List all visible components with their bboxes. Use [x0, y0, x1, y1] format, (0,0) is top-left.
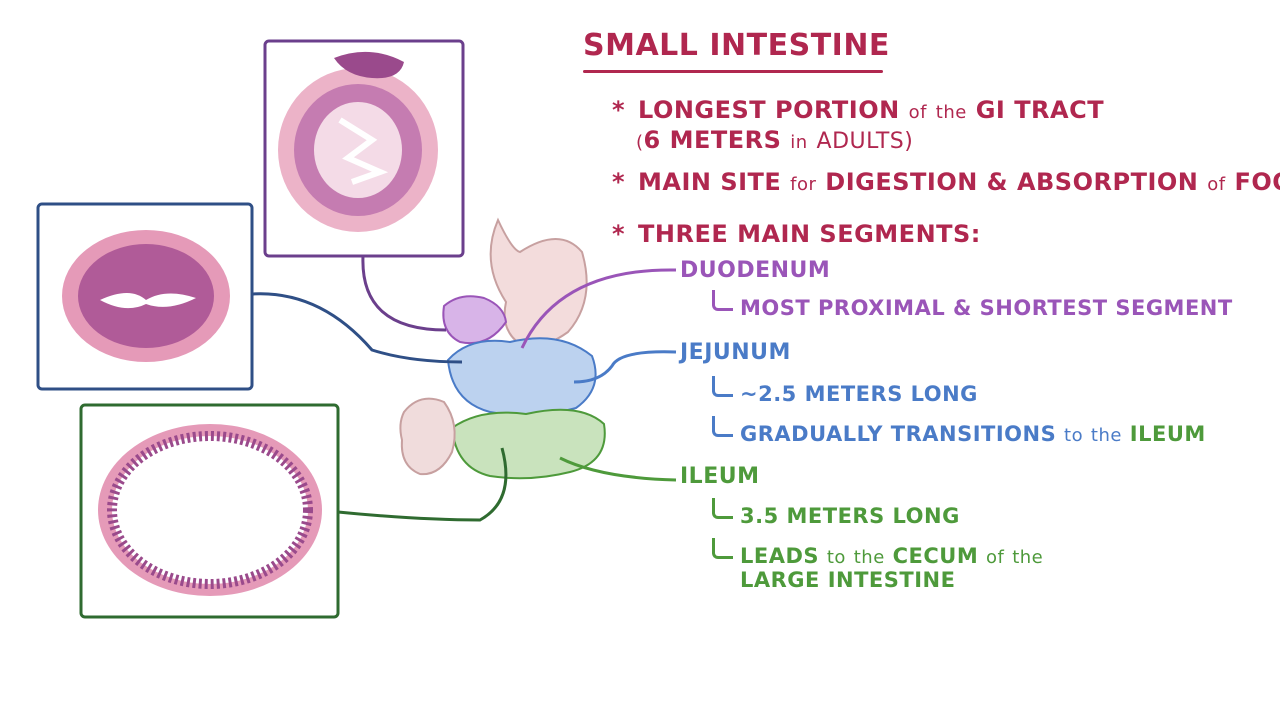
jejunum-detail-length: ~2.5 METERS LONG	[740, 382, 978, 406]
jejunum-detail-transition: GRADUALLY TRANSITIONS to the ILEUM	[740, 422, 1206, 446]
detail-text: ILEUM	[1129, 422, 1206, 446]
bullet-text: ADULTS)	[816, 129, 914, 154]
duodenum-connector-line	[361, 255, 447, 332]
page-title: SMALL INTESTINE	[583, 28, 890, 63]
duodenum-label-line	[520, 268, 677, 349]
duodenum-label: DUODENUM	[680, 258, 831, 283]
jejunum-connector-line	[251, 292, 463, 364]
title-underline	[583, 70, 883, 73]
bullet-three-segments: * THREE MAIN SEGMENTS:	[612, 220, 981, 248]
jejunum-hook-icon	[712, 416, 733, 437]
ileum-hook-icon	[712, 498, 733, 519]
bullet-text: THREE MAIN SEGMENTS:	[638, 220, 981, 248]
ileum-detail-cecum: LEADS to the CECUM of the	[740, 544, 1043, 568]
bullet-six-meters: (6 METERS in ADULTS)	[636, 126, 913, 154]
ileum-label: ILEUM	[680, 464, 760, 489]
cecum-shape	[399, 397, 456, 476]
bullet-text: GI TRACT	[975, 96, 1105, 124]
detail-text: of	[986, 547, 1005, 568]
bullet-longest-portion: * LONGEST PORTION of the GI TRACT	[612, 96, 1104, 124]
bullet-text: LONGEST PORTION	[638, 96, 900, 124]
bullet-text: (	[636, 132, 644, 153]
bullet-text: FOOD	[1234, 168, 1280, 196]
bullet-text: of	[908, 102, 927, 123]
detail-text: CECUM	[892, 544, 979, 568]
duodenum-detail: MOST PROXIMAL & SHORTEST SEGMENT	[740, 296, 1233, 320]
jejunum-hook-icon	[712, 376, 733, 397]
bullet-text: 6 METERS	[643, 126, 782, 154]
bullet-text: DIGESTION & ABSORPTION	[825, 168, 1199, 196]
bullet-text: MAIN SITE	[638, 168, 782, 196]
stomach-shape	[489, 217, 588, 348]
jejunum-histology-panel	[36, 202, 254, 391]
bullet-star: *	[612, 96, 626, 124]
jejunum-label-line	[573, 350, 677, 384]
bullet-main-site: * MAIN SITE for DIGESTION & ABSORPTION of…	[612, 168, 1280, 196]
jejunum-label: JEJUNUM	[680, 340, 791, 365]
ileum-hook-icon	[712, 538, 733, 559]
detail-text: GRADUALLY TRANSITIONS	[740, 422, 1057, 446]
ileum-label-line	[559, 456, 677, 482]
bullet-text: of	[1207, 174, 1226, 195]
detail-text: the	[1090, 425, 1122, 446]
ileum-connector-line	[337, 447, 508, 522]
detail-text: LEADS	[740, 544, 820, 568]
bullet-star: *	[612, 168, 626, 196]
ileum-detail-cecum-line2: LARGE INTESTINE	[740, 568, 956, 592]
detail-text: to	[826, 547, 846, 568]
detail-text: to	[1064, 425, 1084, 446]
duodenum-histology-panel	[263, 39, 465, 258]
bullet-star: *	[612, 220, 626, 248]
duodenum-shape	[442, 295, 508, 344]
ileum-detail-length: 3.5 METERS LONG	[740, 504, 960, 528]
detail-text: the	[853, 547, 885, 568]
digestive-organs-drawing	[399, 217, 606, 480]
bullet-text: in	[790, 132, 808, 153]
bullet-text: for	[790, 174, 817, 195]
duodenum-hook-icon	[712, 290, 733, 311]
ileum-histology-panel	[79, 403, 340, 619]
detail-text: the	[1012, 547, 1044, 568]
bullet-text: the	[935, 102, 967, 123]
jejunum-shape	[446, 337, 597, 417]
